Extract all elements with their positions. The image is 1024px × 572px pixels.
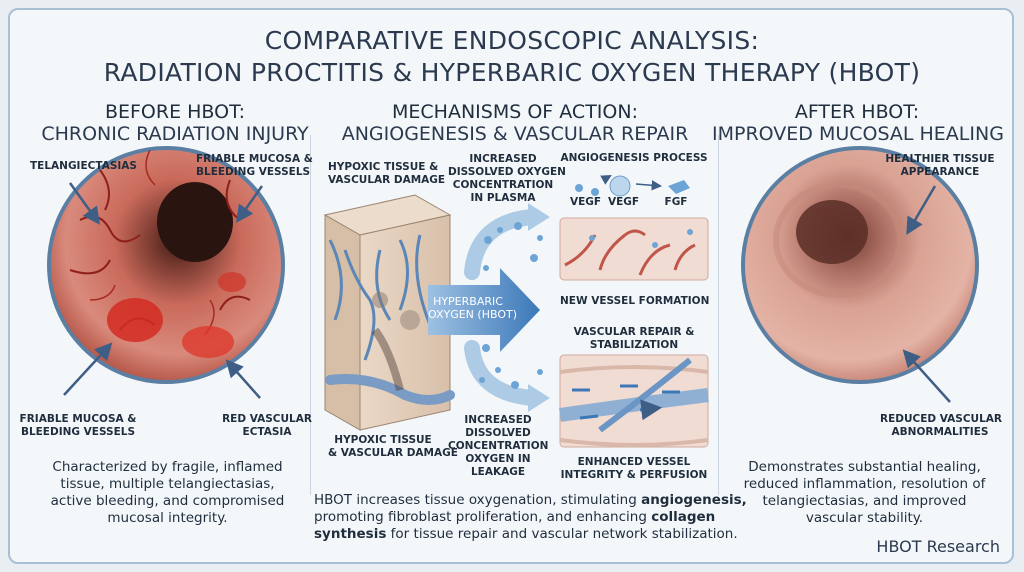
label-new-vessel: NEW VESSEL FORMATION [560, 295, 710, 307]
label-vascular-repair-2: STABILIZATION [589, 339, 679, 351]
left-desc-3: active bleeding, and compromised [50, 493, 285, 509]
label-friable-top-2: BLEEDING VESSELS [196, 166, 311, 178]
left-subheading: CHRONIC RADIATION INJURY [41, 123, 309, 145]
label-friable-top-1: FRIABLE MUCOSA & [196, 153, 313, 165]
left-heading: BEFORE HBOT: [104, 101, 246, 123]
left-desc-4: mucosal integrity. [107, 510, 228, 526]
hbot-arrow-label-1: HYPERBARIC [433, 295, 503, 308]
label-reduced-2: ABNORMALITIES [891, 426, 989, 438]
label-increased-top-1: INCREASED [469, 153, 537, 165]
label-friable-bottom-2: BLEEDING VESSELS [20, 426, 136, 438]
label-fgf: FGF [664, 196, 688, 208]
middle-heading: MECHANISMS OF ACTION: [392, 101, 638, 123]
before-endoscopy-image [47, 146, 285, 384]
middle-desc-2: promoting fibroblast proliferation, and … [314, 509, 716, 525]
middle-desc-1: HBOT increases tissue oxygenation, stimu… [314, 492, 747, 508]
label-vascular-repair-1: VASCULAR REPAIR & [573, 326, 695, 338]
right-desc-1: Demonstrates substantial healing, [748, 459, 981, 475]
hbot-arrow-label-2: OXYGEN (HBOT) [428, 308, 517, 321]
label-red-vascular-2: ECTASIA [242, 426, 292, 438]
label-red-vascular-1: RED VASCULAR [222, 413, 312, 425]
label-healthier-1: HEALTHIER TISSUE [885, 153, 995, 165]
label-healthier-2: APPEARANCE [900, 166, 980, 178]
middle-desc-bold-1: angiogenesis, [641, 492, 747, 508]
label-increased-top-2: DISSOLVED OXYGEN [448, 166, 566, 178]
brand-label: HBOT Research [876, 537, 1000, 556]
after-endoscopy-image [741, 146, 979, 384]
label-friable-bottom-1: FRIABLE MUCOSA & [19, 413, 137, 425]
middle-desc-bold-3: synthesis [314, 526, 387, 542]
divider-right [718, 135, 719, 495]
right-desc-2: reduced inflammation, resolution of [743, 476, 986, 492]
title-line-2: RADIATION PROCTITIS & HYPERBARIC OXYGEN … [103, 58, 921, 87]
right-subheading: IMPROVED MUCOSAL HEALING [712, 123, 1004, 145]
oxygen-bubbles [479, 222, 543, 389]
label-enhanced-1: ENHANCED VESSEL [577, 456, 691, 468]
divider-left [310, 135, 311, 495]
label-increased-bottom-2: DISSOLVED [465, 427, 531, 439]
left-desc-1: Characterized by fragile, inflamed [52, 459, 283, 475]
label-telangiectasias: TELANGIECTASIAS [30, 160, 137, 172]
hbot-arrow [428, 268, 540, 352]
middle-desc-3: synthesis for tissue repair and vascular… [314, 526, 738, 542]
lower-flow-arrow [464, 340, 540, 406]
middle-subheading: ANGIOGENESIS & VASCULAR REPAIR [341, 123, 689, 145]
label-hypoxic-top-1: HYPOXIC TISSUE & [328, 161, 439, 173]
label-angiogenesis-process: ANGIOGENESIS PROCESS [560, 152, 708, 164]
label-increased-bottom-3: CONCENTRATION [448, 440, 549, 452]
label-enhanced-2: INTEGRITY & PERFUSION [560, 469, 708, 481]
title-line-1: COMPARATIVE ENDOSCOPIC ANALYSIS: [264, 26, 760, 55]
right-heading: AFTER HBOT: [794, 101, 920, 123]
right-desc-4: vascular stability. [805, 510, 924, 526]
label-increased-bottom-1: INCREASED [464, 414, 532, 426]
label-vegf-a: VEGF [570, 196, 602, 208]
vascular-repair-panel [559, 354, 709, 448]
label-increased-top-4: IN PLASMA [470, 192, 536, 204]
label-vegf-b: VEGF [608, 196, 640, 208]
label-hypoxic-top-2: VASCULAR DAMAGE [328, 174, 446, 186]
right-desc-3: telangiectasias, and improved [762, 493, 967, 509]
tissue-block-illustration [323, 194, 455, 431]
label-increased-bottom-5: LEAKAGE [470, 466, 526, 478]
label-increased-top-3: CONCENTRATION [452, 179, 554, 191]
upper-flow-arrow [464, 209, 540, 280]
label-increased-bottom-4: OXYGEN IN [465, 453, 531, 465]
middle-desc-bold-2: collagen [651, 509, 716, 525]
left-desc-2: tissue, multiple telangiectasias, [60, 476, 275, 492]
angiogenesis-panel [559, 174, 709, 281]
label-hypoxic-bottom-1: HYPOXIC TISSUE [334, 434, 432, 446]
label-reduced-1: REDUCED VASCULAR [880, 413, 1002, 425]
label-hypoxic-bottom-2: & VASCULAR DAMAGE [328, 447, 458, 459]
